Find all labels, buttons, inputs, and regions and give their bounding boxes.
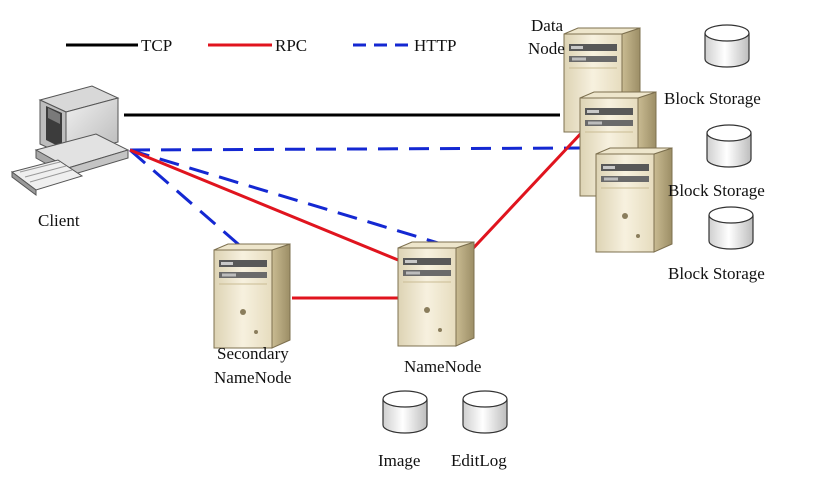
block-storage-label-1: Block Storage xyxy=(664,89,761,108)
http-client-datanode xyxy=(129,146,581,152)
image-storage-icon xyxy=(382,390,428,434)
block-storage-group: Block Storage Block Storage Block Storag… xyxy=(664,24,765,283)
http-client-namenode xyxy=(129,148,446,247)
legend: TCP RPC HTTP xyxy=(66,36,457,55)
computer-icon xyxy=(10,85,130,196)
datanode-server-3 xyxy=(595,147,673,253)
client-label: Client xyxy=(38,211,80,230)
namenode: NameNode xyxy=(397,241,481,376)
secondary-label-line1: Secondary xyxy=(217,344,289,363)
legend-rpc-label: RPC xyxy=(275,36,307,55)
rpc-namenode-datanode xyxy=(462,126,588,260)
block-storage-icon-2 xyxy=(706,124,752,168)
connections xyxy=(124,113,588,300)
legend-http-label: HTTP xyxy=(414,36,457,55)
secondary-namenode-server xyxy=(213,243,291,349)
editlog-storage-icon xyxy=(462,390,508,434)
client-computer: Client xyxy=(10,85,130,230)
namenode-label: NameNode xyxy=(404,357,481,376)
datanode-label-line1: Data xyxy=(531,16,564,35)
image-label: Image xyxy=(378,451,420,470)
block-storage-icon-3 xyxy=(708,206,754,250)
http-client-secondary xyxy=(129,148,246,252)
datanode-group: Data Node xyxy=(528,16,673,253)
secondary-namenode: Secondary NameNode xyxy=(213,243,291,387)
rpc-client-namenode xyxy=(129,148,404,264)
secondary-label-line2: NameNode xyxy=(214,368,291,387)
metadata-storage-group: Image EditLog xyxy=(378,390,508,470)
legend-tcp-label: TCP xyxy=(141,36,172,55)
block-storage-label-3: Block Storage xyxy=(668,264,765,283)
datanode-label-line2: Node xyxy=(528,39,565,58)
block-storage-label-2: Block Storage xyxy=(668,181,765,200)
block-storage-icon-1 xyxy=(704,24,750,68)
editlog-label: EditLog xyxy=(451,451,507,470)
namenode-server xyxy=(397,241,475,347)
